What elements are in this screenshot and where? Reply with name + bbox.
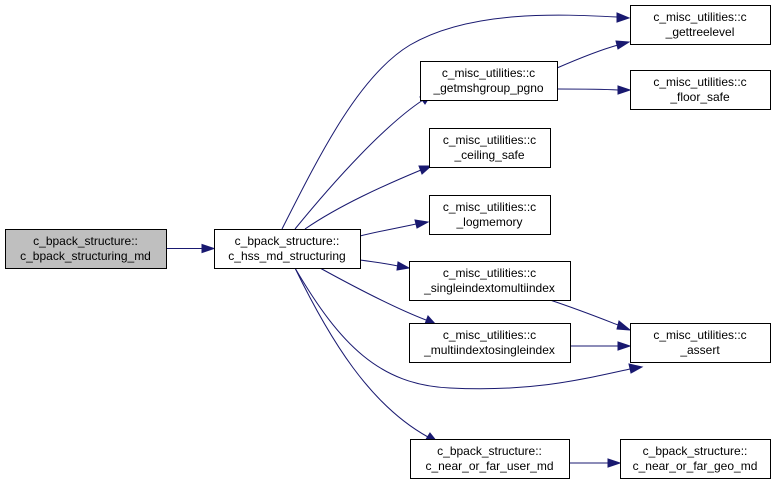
edges-layer xyxy=(166,12,644,468)
edge-n1-n9 xyxy=(294,267,644,390)
edge-n1-n3 xyxy=(294,92,434,230)
node-logmemory[interactable]: c_misc_utilities::c_logmemory xyxy=(429,195,551,235)
edge-line xyxy=(294,267,631,390)
edge-n0-n1 xyxy=(166,243,216,254)
edge-n1-n5 xyxy=(304,165,433,230)
node-label-line1: c_misc_utilities::c xyxy=(442,66,535,80)
edge-n1-n2 xyxy=(281,12,631,230)
nodes-layer: c_bpack_structure::c_bpack_structuring_m… xyxy=(5,5,771,479)
node-label-line2: c_hss_md_structuring xyxy=(228,249,345,263)
node-bpack-structuring-md: c_bpack_structure::c_bpack_structuring_m… xyxy=(5,229,167,269)
edge-arrowhead xyxy=(396,261,411,271)
node-box[interactable] xyxy=(429,195,551,235)
node-label-line1: c_misc_utilities::c xyxy=(443,200,536,214)
edge-arrowhead xyxy=(607,458,622,468)
edge-arrowhead xyxy=(615,40,631,50)
node-label-line1: c_bpack_structure:: xyxy=(437,444,542,458)
edge-n7-n9 xyxy=(549,299,632,331)
node-box[interactable] xyxy=(214,229,361,269)
node-label-line1: c_misc_utilities::c xyxy=(443,133,536,147)
node-label-line2: c_bpack_structuring_md xyxy=(20,249,151,263)
node-label-line2: _multiindextosingleindex xyxy=(423,343,555,357)
edge-n1-n6 xyxy=(359,219,430,237)
node-label-line1: c_misc_utilities::c xyxy=(653,10,746,24)
edge-line xyxy=(359,223,417,237)
edge-line xyxy=(549,299,619,326)
node-label-line1: c_misc_utilities::c xyxy=(443,328,536,342)
node-box xyxy=(5,229,167,269)
node-label-line1: c_bpack_structure:: xyxy=(33,234,138,248)
node-multiindextosingleindex[interactable]: c_misc_utilities::c_multiindextosinglein… xyxy=(409,323,571,363)
node-box[interactable] xyxy=(420,61,558,101)
edge-line xyxy=(556,88,619,91)
node-label-line2: _logmemory xyxy=(455,215,522,229)
edge-arrowhead xyxy=(616,12,631,23)
node-label-line2: _gettreelevel xyxy=(665,25,735,39)
edge-arrowhead xyxy=(201,243,216,254)
node-ceiling-safe[interactable]: c_misc_utilities::c_ceiling_safe xyxy=(429,128,551,168)
edge-arrowhead xyxy=(414,219,430,229)
node-hss-md-structuring[interactable]: c_bpack_structure::c_hss_md_structuring xyxy=(214,229,361,269)
edge-n8-n9 xyxy=(570,341,632,351)
edge-line xyxy=(304,169,422,230)
node-label-line2: c_near_or_far_geo_md xyxy=(633,459,758,473)
edge-n1-n7 xyxy=(359,259,411,271)
node-label-line2: _assert xyxy=(679,343,720,357)
node-label-line2: c_near_or_far_user_md xyxy=(425,459,553,473)
node-label-line2: _ceiling_safe xyxy=(453,148,524,162)
edge-line xyxy=(281,14,618,230)
edge-arrowhead xyxy=(616,320,632,331)
node-label-line1: c_misc_utilities::c xyxy=(443,266,536,280)
node-box[interactable] xyxy=(409,323,571,363)
edge-arrowhead xyxy=(617,85,632,95)
node-near-or-far-geo-md[interactable]: c_bpack_structure::c_near_or_far_geo_md xyxy=(620,439,771,479)
node-label-line2: _floor_safe xyxy=(669,90,730,104)
edge-arrowhead xyxy=(628,363,644,374)
node-box[interactable] xyxy=(409,261,571,301)
node-label-line2: _getmshgroup_pgno xyxy=(432,81,543,95)
node-getmshgroup-pgno[interactable]: c_misc_utilities::c_getmshgroup_pgno xyxy=(420,61,558,101)
node-label-line1: c_misc_utilities::c xyxy=(653,328,746,342)
node-singleindextomultiindex[interactable]: c_misc_utilities::c_singleindextomultiin… xyxy=(409,261,571,301)
node-box[interactable] xyxy=(429,128,551,168)
node-label-line2: _singleindextomultiindex xyxy=(423,281,555,295)
node-gettreelevel[interactable]: c_misc_utilities::c_gettreelevel xyxy=(630,5,771,45)
edge-line xyxy=(359,259,399,267)
node-near-or-far-user-md[interactable]: c_bpack_structure::c_near_or_far_user_md xyxy=(410,439,570,479)
edge-line xyxy=(294,267,429,438)
node-floor-safe[interactable]: c_misc_utilities::c_floor_safe xyxy=(630,70,771,110)
edge-n3-n4 xyxy=(556,85,632,95)
node-label-line1: c_misc_utilities::c xyxy=(653,75,746,89)
edge-arrowhead xyxy=(418,165,433,175)
edge-line xyxy=(319,267,427,321)
node-assert[interactable]: c_misc_utilities::c_assert xyxy=(630,323,771,363)
edge-line xyxy=(556,44,619,69)
edge-line xyxy=(294,99,424,230)
edge-n3-n2 xyxy=(556,40,631,69)
node-box[interactable] xyxy=(630,70,771,110)
node-box[interactable] xyxy=(410,439,570,479)
node-label-line1: c_bpack_structure:: xyxy=(643,444,748,458)
node-box[interactable] xyxy=(630,5,771,45)
edge-arrowhead xyxy=(617,341,632,351)
node-label-line1: c_bpack_structure:: xyxy=(235,234,340,248)
edge-n10-n11 xyxy=(569,458,622,468)
node-box[interactable] xyxy=(630,323,771,363)
node-box[interactable] xyxy=(620,439,771,479)
